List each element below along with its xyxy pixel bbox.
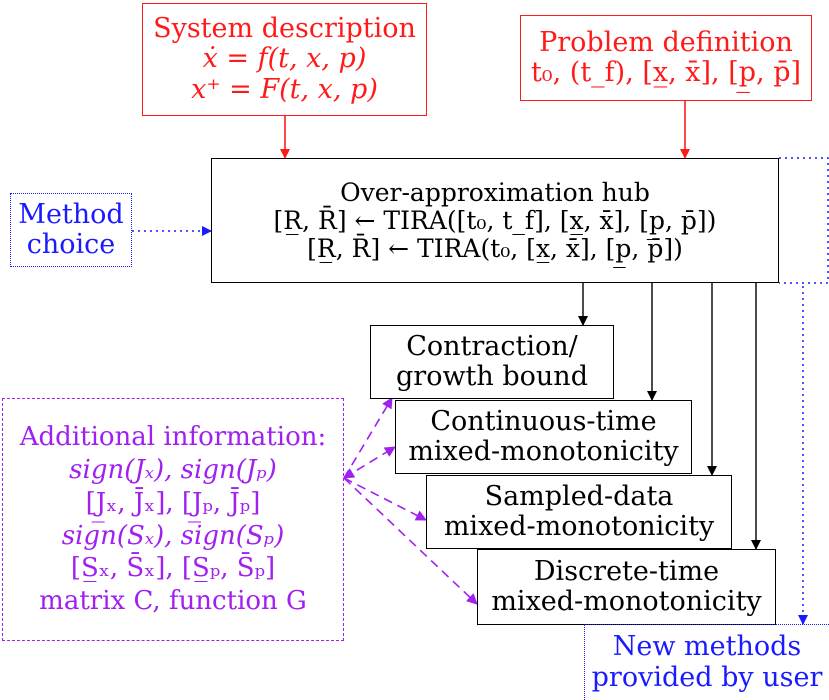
new-methods-box: New methods provided by user (584, 624, 829, 700)
dotted-extension-frame (779, 157, 829, 284)
new-methods-line2: provided by user (591, 661, 823, 693)
method-sampled-line2: mixed-monotonicity (443, 511, 715, 542)
method-contraction-line2: growth bound (396, 361, 588, 392)
method-choice-line1: Method (18, 198, 124, 230)
method-choice-box: Method choice (10, 193, 132, 267)
hub-call-continuous: [R̲, R̄] ← TIRA([t₀, t_f], [x̲, x̄], [p̲… (273, 205, 717, 235)
discrete-dynamics-equation: x⁺ = F(t, x, p) (191, 73, 378, 105)
arrow-info-to-contraction (343, 397, 393, 479)
additional-info-matrix-function: matrix C, function G (39, 586, 307, 616)
additional-info-jacobian-signs: sign(Jₓ), sign(Jₚ) (69, 455, 277, 485)
method-choice-line2: choice (26, 229, 116, 260)
method-continuous-line2: mixed-monotonicity (408, 436, 679, 467)
hub-title: Over-approximation hub (340, 177, 650, 207)
problem-parameters: t₀, (t_f), [x̲, x̄], [p̲, p̄] (530, 57, 802, 88)
new-methods-line1: New methods (612, 631, 802, 663)
additional-info-sensitivity-bounds: [S̲ₓ, S̄ₓ], [S̲ₚ, S̄ₚ] (70, 553, 276, 584)
additional-info-sensitivity-signs: sign(Sₓ), sign(Sₚ) (61, 520, 285, 551)
hub-call-discrete: [R̲, R̄] ← TIRA(t₀, [x̲, x̄], [p̲, p̄]) (307, 233, 683, 263)
method-continuous-line1: Continuous-time (430, 405, 657, 437)
arrow-info-to-continuous (343, 446, 396, 479)
arrow-info-to-sampled (343, 477, 427, 521)
over-approximation-hub-box: Over-approximation hub [R̲, R̄] ← TIRA([… (211, 158, 779, 283)
additional-info-jacobian-bounds: [J̲ₓ, J̄ₓ], [J̲ₚ, J̄ₚ] (85, 487, 261, 518)
additional-info-title: Additional information: (19, 422, 327, 453)
method-discrete-line1: Discrete-time (533, 555, 720, 587)
problem-definition-box: Problem definition t₀, (t_f), [x̲, x̄], … (520, 15, 812, 101)
system-description-box: System description ẋ = f(t, x, p) x⁺ = F… (142, 3, 427, 116)
system-description-title: System description (153, 13, 416, 45)
problem-definition-title: Problem definition (539, 26, 793, 58)
method-contraction-line1: Contraction/ (406, 330, 578, 362)
continuous-dynamics-equation: ẋ = f(t, x, p) (202, 43, 367, 75)
method-sampled-line1: Sampled-data (484, 480, 674, 512)
method-discrete-line2: mixed-monotonicity (491, 586, 762, 617)
method-box-discrete-time: Discrete-time mixed-monotonicity (477, 549, 776, 625)
method-box-continuous-time: Continuous-time mixed-monotonicity (395, 400, 692, 474)
method-box-contraction: Contraction/ growth bound (370, 325, 614, 399)
additional-information-box: Additional information: sign(Jₓ), sign(J… (2, 398, 344, 641)
method-box-sampled-data: Sampled-data mixed-monotonicity (426, 475, 732, 549)
arrow-info-to-discrete (343, 477, 478, 605)
